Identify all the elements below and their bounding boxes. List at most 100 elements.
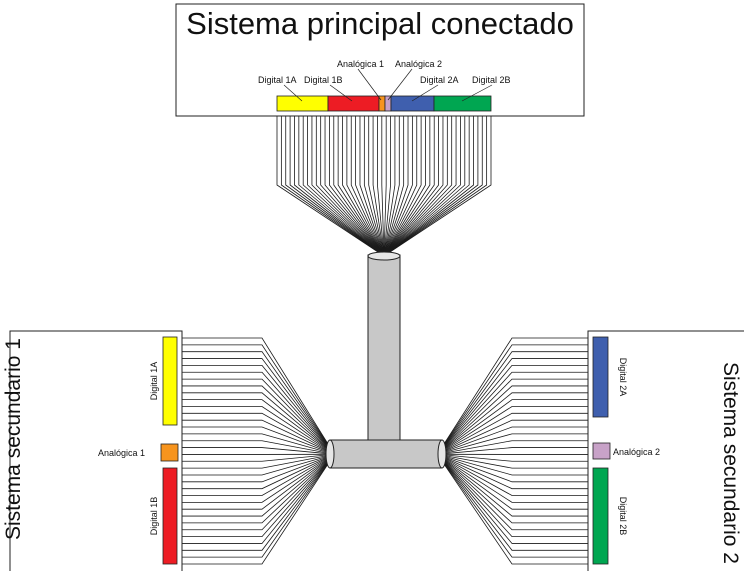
wire [182,351,329,446]
wire [443,459,588,517]
main-wire-fan [276,116,492,253]
wire [350,116,383,253]
branch-cable [329,439,443,469]
secondary-1-label-analog-1: Analógica 1 [98,448,146,458]
wire [385,116,426,253]
wire [377,116,385,253]
wire [443,392,588,450]
wire [337,116,382,253]
wire [311,116,381,253]
wire [329,116,382,253]
wire [182,399,329,450]
wire [443,337,588,445]
wire [285,116,379,253]
secondary-2-box [587,330,744,571]
secondary-2-label-digital-2a: Digital 2A [618,357,628,397]
secondary-2-connector-analog-2 [592,442,611,460]
wire [182,364,329,447]
wire [182,433,329,453]
secondary-1-label-digital-1b: Digital 1B [149,496,159,536]
wire [182,385,329,449]
branch-left-end-cap [325,439,335,469]
wire [443,433,588,453]
secondary-1-title: Sistema secundario 1 [2,338,25,540]
wire [443,419,588,452]
wire [443,455,588,469]
secondary-2-connector-digital-2a [592,336,609,418]
wire [443,456,588,483]
wire [385,116,418,253]
wire [182,412,329,452]
wire [443,457,588,496]
wire [443,463,588,558]
wire [386,116,435,253]
wire [182,455,329,476]
wire [182,454,329,462]
wire [302,116,380,253]
wire [294,116,380,253]
wire [388,116,474,253]
wire [182,461,329,538]
secondary-1-connector-digital-1a [162,336,178,426]
wire [443,460,588,531]
wire [386,116,431,253]
wire [182,457,329,496]
wire [387,116,457,253]
wire [182,455,329,469]
main-connector-digital-2b [433,95,492,112]
main-connector-digital-1b [327,95,380,112]
wire [389,116,483,253]
main-connector-digital-2a [390,95,435,112]
wire [289,116,379,253]
wire [182,456,329,490]
wire [333,116,382,253]
wire [372,116,384,253]
wire [443,412,588,452]
wire [342,116,383,253]
wire [386,116,439,253]
wire [363,116,384,253]
wire [443,351,588,446]
main-cable-trunk [367,254,401,441]
wire [443,378,588,448]
wire [182,462,329,551]
secondary-2-wire-fan [443,337,588,565]
wire [443,406,588,451]
wire [182,447,329,455]
wire [276,116,379,253]
main-connector-analog-2 [384,95,392,112]
wire [320,116,381,253]
wire [443,458,588,510]
wire [182,460,329,531]
wire [182,426,329,453]
label-digital-2a: Digital 2A [420,75,459,85]
wire [182,463,329,558]
wire [359,116,384,253]
wire [443,463,588,565]
wire [182,358,329,447]
wire [182,337,329,445]
branch-right-end-cap [437,439,447,469]
wire [387,116,453,253]
label-analog-1: Analógica 1 [337,59,385,69]
wire [324,116,382,253]
wire [443,458,588,503]
wire [389,116,488,253]
wire [280,116,379,253]
secondary-1-connector-digital-1b [162,467,178,565]
secondary-2-connector-digital-2b [592,467,609,565]
wire [443,454,588,462]
wire [387,116,448,253]
wire [385,116,422,253]
wire [388,116,461,253]
secondary-1-label-digital-1a: Digital 1A [149,361,159,401]
wire [315,116,381,253]
label-digital-1a: Digital 1A [258,75,297,85]
wire [355,116,383,253]
wire [182,419,329,452]
wire [443,456,588,490]
wire [386,116,444,253]
main-system-title: Sistema principal conectado [186,6,574,41]
secondary-1-box [9,330,183,571]
